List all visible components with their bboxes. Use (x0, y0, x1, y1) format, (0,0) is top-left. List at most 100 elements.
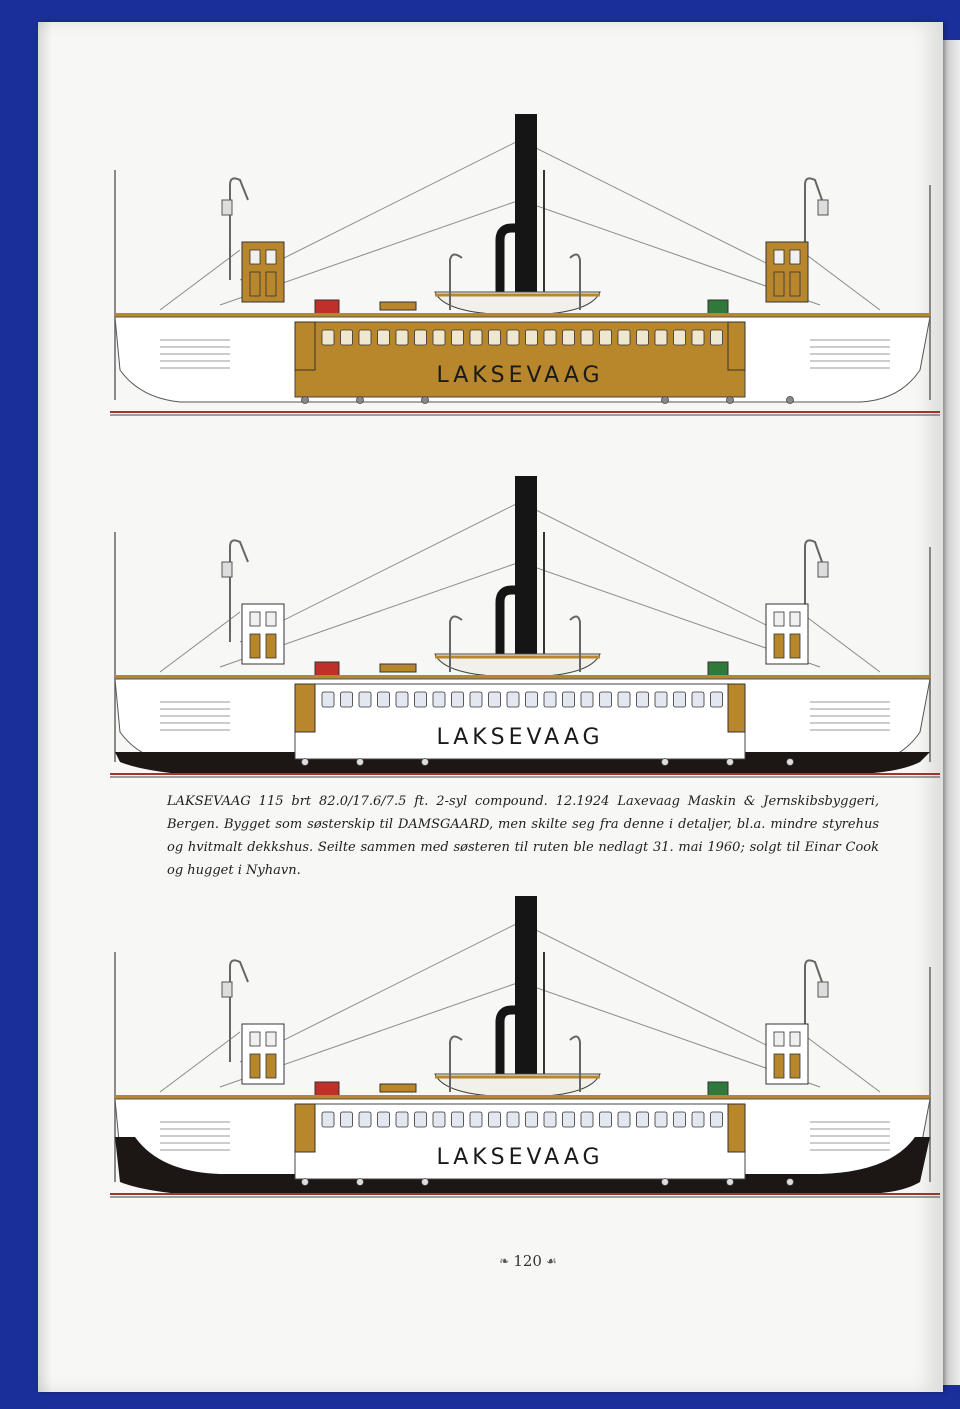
cabin-window (789, 611, 801, 627)
porthole (786, 396, 794, 404)
cabin-window (773, 611, 785, 627)
steam-pipe (495, 223, 515, 305)
deckhouse-window (321, 1111, 335, 1128)
deckhouse-window (469, 329, 483, 346)
funnel (515, 476, 537, 672)
lifeboat-davits (449, 1035, 581, 1092)
deckhouse-window (562, 691, 575, 708)
deckhouse-window (340, 329, 353, 346)
deckhouse-window (636, 691, 649, 708)
deckhouse-window (506, 329, 520, 346)
steam-pipe (495, 585, 515, 667)
deckhouse-window (580, 691, 594, 708)
lamp-stern (817, 561, 829, 578)
page-number: ❧ 120 ☙ (478, 1252, 578, 1270)
lamp-stern (817, 199, 829, 216)
ornament-left-icon: ❧ (499, 1254, 510, 1268)
lamp-davit-stern (804, 959, 823, 1062)
deckhouse-window (580, 1111, 594, 1128)
cabin-window (265, 633, 277, 659)
deckhouse-window (673, 1111, 686, 1128)
porthole (356, 396, 364, 404)
deckhouse-door-fore (294, 321, 316, 371)
cabin-window (789, 249, 801, 265)
steam-pipe (495, 1005, 515, 1087)
deckhouse-window (617, 329, 631, 346)
deck-box-green (707, 299, 729, 315)
deckhouse-door-fore (294, 1103, 316, 1153)
cabin-stern (765, 603, 809, 665)
deckhouse-window (469, 691, 483, 708)
cabin-window (773, 1053, 785, 1079)
cabin-window (249, 1053, 261, 1079)
cabin-window (265, 611, 277, 627)
deckhouse-window (488, 691, 501, 708)
cabin-window (265, 249, 277, 265)
lamp-davit-stern (804, 177, 823, 280)
page-number-text: 120 (513, 1252, 542, 1270)
deckhouse-window (599, 1111, 612, 1128)
ship-drawing-3: LAKSEVAAG (110, 896, 940, 1198)
deckhouse-window (636, 1111, 649, 1128)
lifeboat-davits (449, 253, 581, 310)
deckhouse-door-aft (727, 321, 746, 371)
deckhouse-window (617, 691, 631, 708)
deckhouse-window (377, 1111, 390, 1128)
ship-name-label: LAKSEVAAG (436, 725, 603, 750)
deckhouse-window (321, 329, 335, 346)
cabin-window (249, 633, 261, 659)
deck-box-red (314, 661, 340, 677)
porthole (421, 758, 429, 766)
deckhouse-window (710, 1111, 723, 1128)
ship-name-label: LAKSEVAAG (436, 1145, 603, 1170)
deckhouse-window (525, 1111, 538, 1128)
lamp-davit-bow (229, 959, 249, 1062)
porthole (726, 758, 734, 766)
funnel (515, 896, 537, 1092)
cabin-bow (241, 1023, 285, 1085)
deckhouse-window (691, 691, 705, 708)
porthole (356, 1178, 364, 1186)
deckhouse-window (617, 1111, 631, 1128)
ship-drawing-2: LAKSEVAAG (110, 476, 940, 778)
porthole (726, 396, 734, 404)
deckhouse-window (358, 1111, 372, 1128)
porthole (661, 396, 669, 404)
deckhouse-window (395, 1111, 409, 1128)
deck-bench (379, 663, 417, 673)
deckhouse-window (469, 1111, 483, 1128)
cabin-window (789, 271, 801, 297)
deckhouse-window (395, 329, 409, 346)
porthole (786, 1178, 794, 1186)
ship-drawing-1: LAKSEVAAG (110, 114, 940, 416)
deckhouse-window (377, 329, 390, 346)
cabin-stern (765, 1023, 809, 1085)
deckhouse-window (377, 691, 390, 708)
cabin-window (773, 249, 785, 265)
porthole (786, 758, 794, 766)
porthole (301, 396, 309, 404)
deck-box-green (707, 661, 729, 677)
deckhouse-window (691, 1111, 705, 1128)
deckhouse-window (543, 1111, 557, 1128)
lamp-stern (817, 981, 829, 998)
cabin-bow (241, 603, 285, 665)
deckhouse-window (321, 691, 335, 708)
deckhouse-window (543, 329, 557, 346)
deckhouse-window (432, 1111, 446, 1128)
porthole (661, 758, 669, 766)
deck-bench (379, 1083, 417, 1093)
deckhouse-window (599, 329, 612, 346)
deck-box-red (314, 299, 340, 315)
lamp-bow (221, 199, 233, 216)
deckhouse-window (414, 691, 427, 708)
deckhouse-window (599, 691, 612, 708)
cabin-window (789, 633, 801, 659)
deck-box-red (314, 1081, 340, 1097)
deckhouse-window (562, 329, 575, 346)
deckhouse-door-fore (294, 683, 316, 733)
page-edge-right (940, 40, 960, 1385)
deckhouse-window (432, 691, 446, 708)
deckhouse-window (451, 691, 464, 708)
porthole (421, 1178, 429, 1186)
